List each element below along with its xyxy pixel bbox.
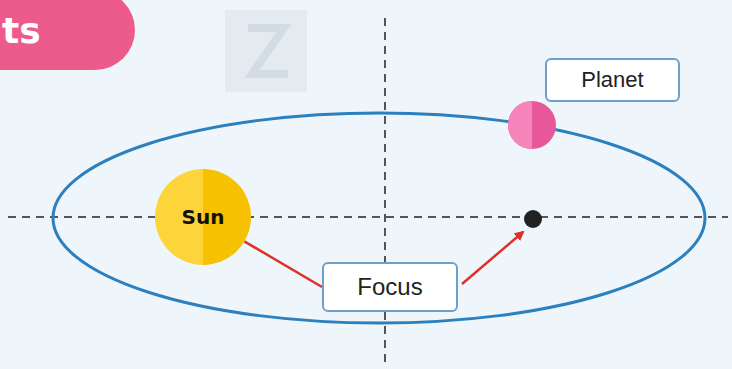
orbit-ellipse [53,113,705,323]
node-label: Focus [357,273,422,301]
label-box: Planet [545,58,680,102]
watermark-icon [225,10,307,92]
node-label: ts [2,10,41,51]
focus-dot [524,210,542,228]
sun-circle: Sun [155,169,251,265]
label-box: Focus [322,262,458,312]
horizontal-axis [8,216,728,218]
pointer-line [244,241,322,287]
section-tab: ts [0,0,135,70]
leader-line [462,232,523,284]
planet-circle [508,101,556,149]
node-label: Sun [182,205,225,229]
node-label: Planet [581,67,643,93]
